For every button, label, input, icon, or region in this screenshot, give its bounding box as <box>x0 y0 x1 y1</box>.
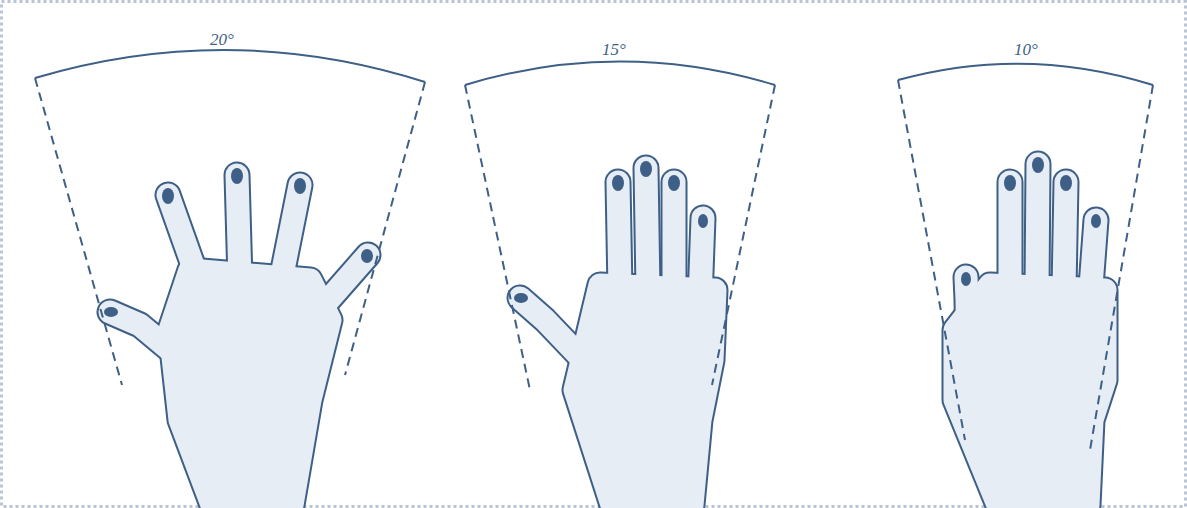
angle-label: 20° <box>210 30 234 50</box>
angle-guide-lines <box>35 78 1153 450</box>
angle-arcs <box>35 50 1153 85</box>
hand-fills <box>110 164 1105 505</box>
angle-label: 10° <box>1014 40 1038 60</box>
angle-label: 15° <box>602 40 626 60</box>
finger-nails <box>104 157 1101 317</box>
hand-outlines <box>110 164 1105 505</box>
